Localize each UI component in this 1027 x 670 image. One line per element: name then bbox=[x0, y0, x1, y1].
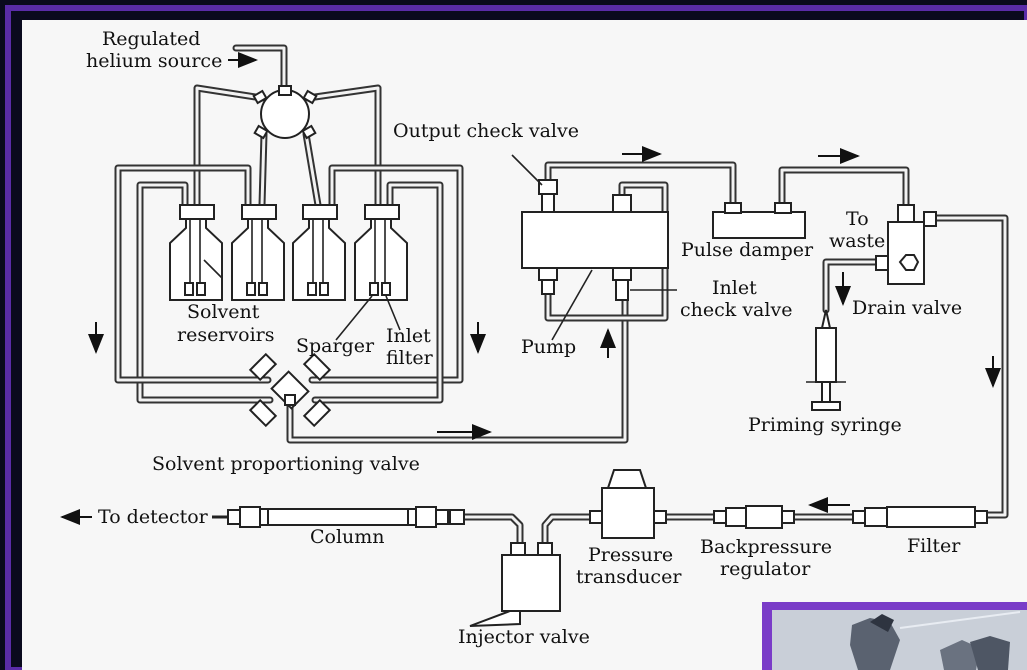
label-pump: Pump bbox=[521, 336, 576, 358]
label-pressure: Pressure bbox=[588, 544, 673, 566]
label-solvent: Solvent bbox=[187, 301, 260, 323]
label-check-valve: check valve bbox=[680, 299, 792, 321]
label-injector-valve: Injector valve bbox=[458, 626, 590, 648]
backpressure-regulator bbox=[714, 506, 794, 528]
label-output-check-valve: Output check valve bbox=[393, 120, 579, 142]
label-reservoirs: reservoirs bbox=[177, 324, 275, 346]
label-solvent-proportioning-valve: Solvent proportioning valve bbox=[152, 453, 420, 475]
label-waste: waste bbox=[829, 230, 885, 252]
inline-filter bbox=[853, 507, 987, 527]
label-column: Column bbox=[310, 526, 385, 548]
label-to-detector: To detector bbox=[98, 506, 209, 528]
label-sparger: Sparger bbox=[296, 335, 375, 357]
inset-photo bbox=[762, 602, 1027, 670]
column bbox=[212, 507, 464, 527]
label-priming-syringe: Priming syringe bbox=[748, 414, 902, 436]
label-pulse-damper: Pulse damper bbox=[681, 239, 814, 261]
label-filter-lower: filter bbox=[386, 347, 434, 369]
label-inlet-check: Inlet bbox=[712, 277, 757, 299]
label-helium-source: helium source bbox=[86, 50, 222, 72]
label-backpressure: Backpressure bbox=[700, 536, 832, 558]
label-regulated: Regulated bbox=[102, 28, 200, 50]
label-regulator: regulator bbox=[720, 558, 811, 580]
label-transducer: transducer bbox=[576, 566, 682, 588]
label-to: To bbox=[846, 208, 869, 230]
label-inlet: Inlet bbox=[386, 325, 431, 347]
label-drain-valve: Drain valve bbox=[852, 297, 962, 319]
label-filter: Filter bbox=[907, 535, 961, 557]
helium-distributor bbox=[254, 86, 317, 138]
